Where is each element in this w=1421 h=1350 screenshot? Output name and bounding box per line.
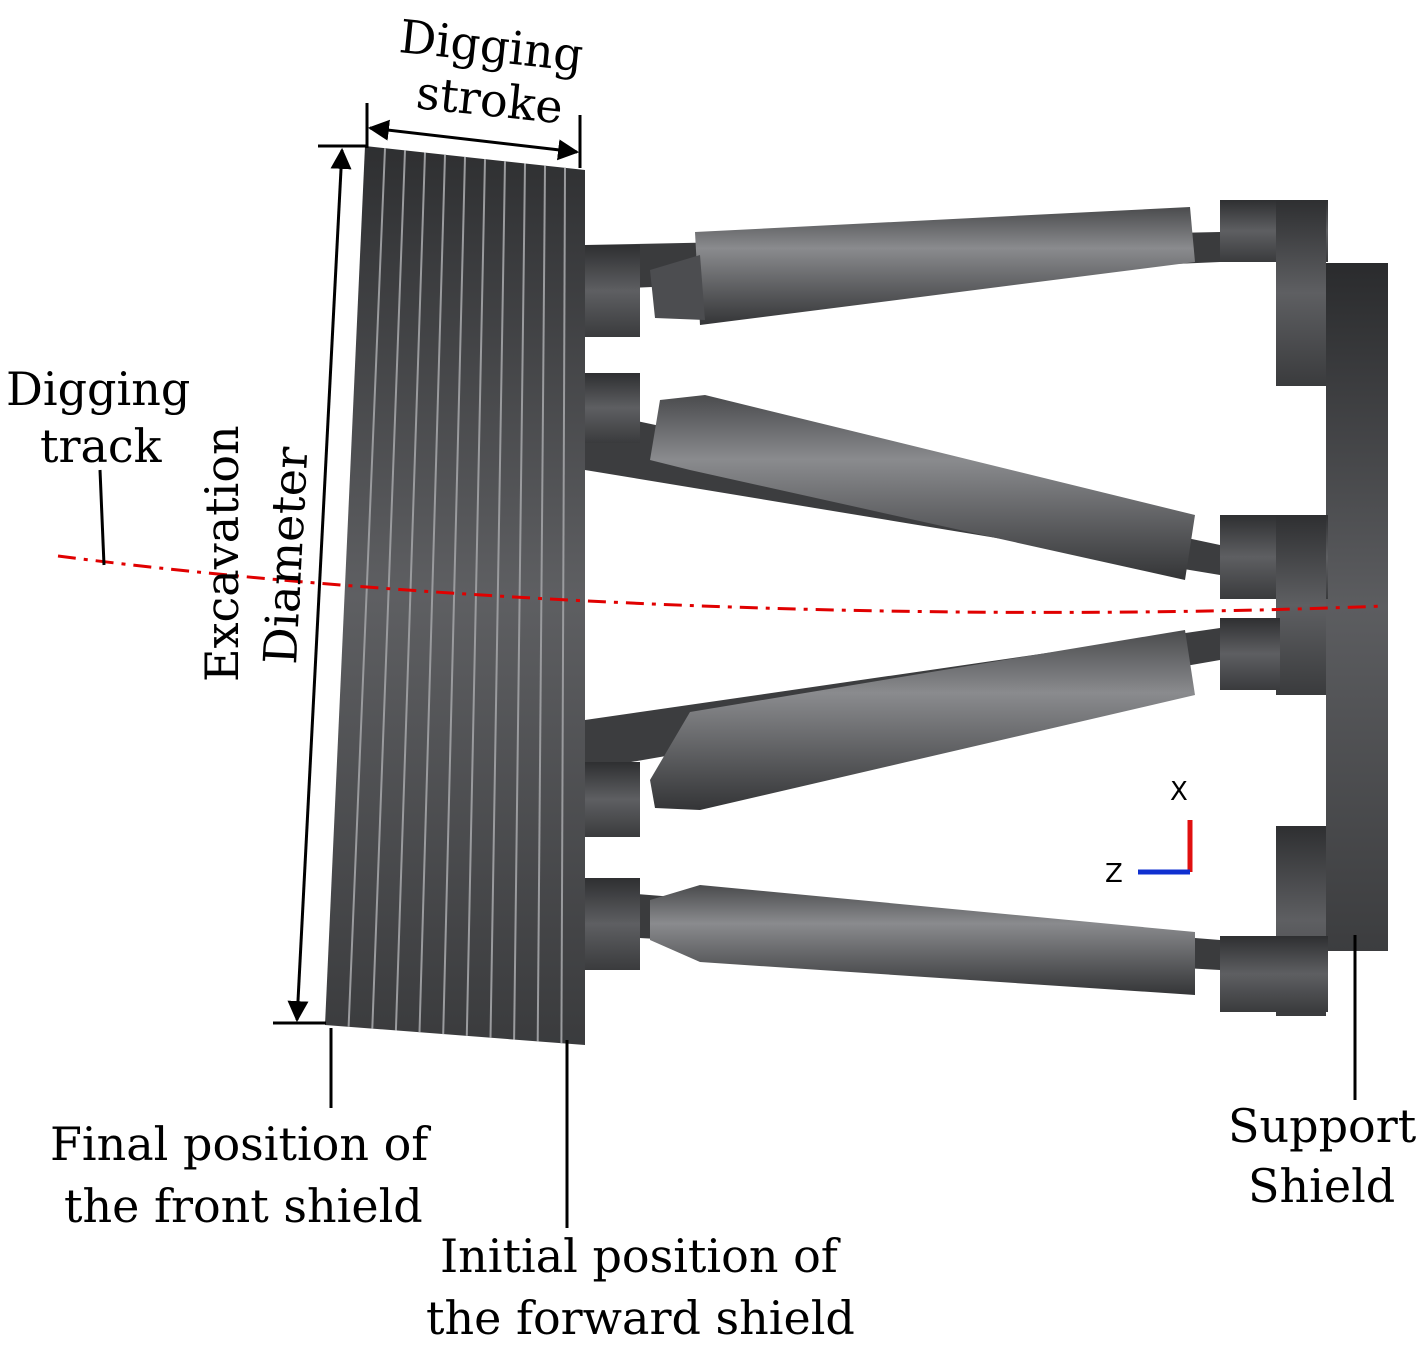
support-shield-label-2: Shield bbox=[1248, 1159, 1395, 1213]
cylinder-3 bbox=[585, 628, 1220, 837]
shield-position-line bbox=[418, 154, 446, 1033]
shield-position-line bbox=[513, 163, 526, 1040]
leader-lines bbox=[98, 469, 1357, 1228]
cylinder-4 bbox=[585, 878, 1220, 995]
excavation-diameter-dimension bbox=[273, 144, 368, 1025]
shield-position-line bbox=[489, 161, 506, 1038]
shield-position-line bbox=[465, 159, 486, 1036]
axis-z-label: Z bbox=[1105, 859, 1123, 889]
shield-position-line bbox=[536, 165, 546, 1042]
front-shield-stack bbox=[325, 146, 585, 1045]
initial-position-label-2: the forward shield bbox=[426, 1291, 855, 1345]
hydraulic-cylinders bbox=[585, 207, 1220, 995]
digging-track-label-2: track bbox=[40, 419, 163, 473]
digging-track-label-1: Digging bbox=[6, 362, 190, 416]
shield-position-line bbox=[560, 167, 566, 1044]
final-position-label-1: Final position of bbox=[50, 1117, 431, 1171]
digging-track-line bbox=[57, 554, 1386, 614]
initial-position-label-1: Initial position of bbox=[440, 1229, 841, 1283]
final-position-label-2: the front shield bbox=[64, 1179, 423, 1233]
axis-triad: X Z bbox=[1105, 777, 1193, 889]
support-shield bbox=[1220, 200, 1388, 1016]
excavation-label-1: Excavation bbox=[195, 425, 249, 682]
digging-stroke-dimension bbox=[365, 103, 582, 168]
cylinder-2 bbox=[585, 373, 1220, 580]
cylinder-1 bbox=[585, 207, 1220, 337]
excavation-label-2: Diameter bbox=[253, 445, 318, 665]
support-shield-label-1: Support bbox=[1228, 1099, 1417, 1153]
axis-x-label: X bbox=[1170, 777, 1188, 807]
shield-position-line bbox=[442, 156, 466, 1035]
